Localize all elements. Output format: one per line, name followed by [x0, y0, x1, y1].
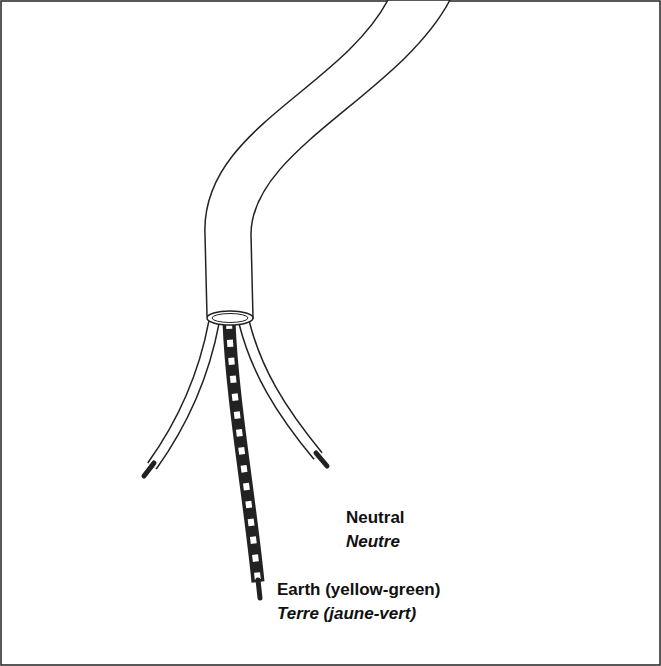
earth-wire	[229, 322, 260, 598]
wire-label-french: Neutre	[346, 532, 400, 552]
wire-label-french: Terre (jaune-vert)	[277, 604, 416, 624]
neutral-wire	[244, 322, 327, 466]
wire-label: Earth (yellow-green)	[277, 580, 440, 600]
live-wire	[144, 322, 214, 476]
cable-sheath	[205, 0, 450, 325]
wire-label: Neutral	[346, 508, 405, 528]
